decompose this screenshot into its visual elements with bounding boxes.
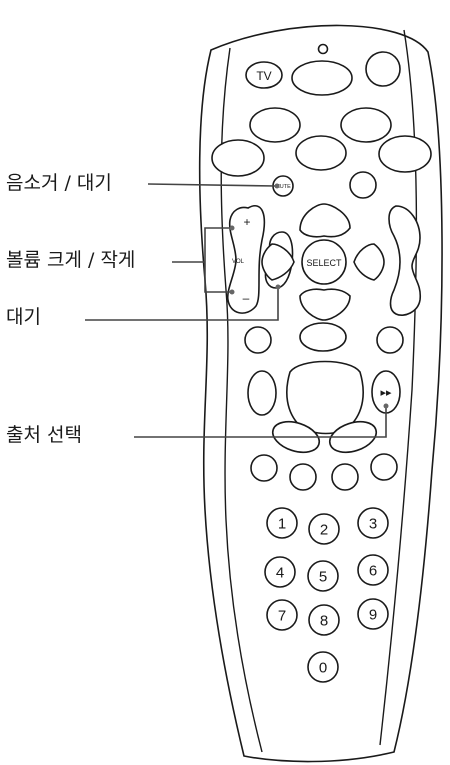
volume-plus-label: +: [243, 215, 250, 229]
volume-minus-label: –: [243, 291, 250, 305]
standby-leader-line: [85, 287, 279, 321]
standby-label: 대기: [6, 306, 41, 328]
small-round-button-left[interactable]: [244, 326, 272, 354]
digit-9-button[interactable]: [357, 598, 389, 630]
digit-1-label: 1: [278, 516, 286, 533]
digit-5-button[interactable]: [307, 560, 339, 592]
color-button-1[interactable]: [250, 454, 278, 482]
standby-leader-dot: [275, 284, 281, 290]
round-button-right[interactable]: [349, 171, 377, 199]
left-oval-button[interactable]: [249, 107, 301, 143]
digit-7-button[interactable]: [266, 599, 298, 631]
select-button-label: SELECT: [306, 258, 342, 268]
volume-plus-dot: [229, 225, 235, 231]
dpad-left-button[interactable]: [261, 243, 295, 281]
digit-4-label: 4: [276, 565, 284, 582]
top-right-button[interactable]: [365, 51, 401, 87]
digit-4-button[interactable]: [264, 556, 296, 588]
volume-minus-dot: [229, 289, 235, 295]
mute-leader-line: [147, 183, 277, 187]
digit-8-label: 8: [320, 613, 328, 630]
digit-6-button[interactable]: [357, 554, 389, 586]
digit-8-button[interactable]: [308, 604, 340, 636]
far-left-oval-button[interactable]: [211, 139, 265, 177]
digit-0-label: 0: [319, 660, 327, 677]
center-pill-button[interactable]: [299, 322, 347, 352]
color-button-2[interactable]: [289, 463, 317, 491]
far-right-oval-button[interactable]: [378, 135, 432, 173]
source-leader-dot: [383, 403, 389, 409]
digit-7-label: 7: [278, 608, 286, 625]
source-select-label: 출처 선택: [6, 424, 82, 446]
small-round-button-right[interactable]: [376, 326, 404, 354]
mute-leader-dot: [274, 183, 280, 189]
digit-9-label: 9: [369, 607, 377, 624]
left-pill-button[interactable]: [247, 370, 277, 416]
top-center-button[interactable]: [291, 60, 353, 96]
select-button[interactable]: [301, 239, 347, 285]
dpad-up-button[interactable]: [299, 203, 351, 238]
volume-bracket: [204, 227, 232, 293]
digit-3-label: 3: [369, 516, 377, 533]
volume-up-down-label: 볼륨 크게 / 작게: [6, 249, 136, 271]
indicator-led: [317, 43, 329, 55]
color-button-4[interactable]: [370, 453, 398, 481]
digit-5-label: 5: [319, 569, 327, 586]
right-rocker-button[interactable]: [388, 205, 422, 316]
digit-3-button[interactable]: [357, 507, 389, 539]
volume-label: VOL: [232, 259, 245, 265]
color-button-3[interactable]: [331, 463, 359, 491]
volume-rocker[interactable]: [226, 205, 266, 314]
remote-inner-right-contour: [379, 29, 418, 746]
source-leader-line: [134, 406, 387, 438]
right-oval-button[interactable]: [340, 107, 392, 143]
digit-2-button[interactable]: [308, 513, 340, 545]
dpad-right-button[interactable]: [353, 243, 385, 281]
digit-keypad: 1 2 3 4 5 6 7 8 9 0: [264, 507, 389, 683]
digit-1-button[interactable]: [266, 507, 298, 539]
mute-standby-label: 음소거 / 대기: [6, 172, 112, 194]
digit-2-label: 2: [320, 522, 328, 539]
center-oval-button[interactable]: [295, 135, 347, 171]
digit-6-label: 6: [369, 563, 377, 580]
digit-0-button[interactable]: [307, 651, 339, 683]
tv-button-label: TV: [256, 69, 271, 83]
tv-button[interactable]: [245, 61, 283, 89]
fast-forward-glyph: ▸▸: [380, 387, 392, 399]
mute-button-label: MUTE: [275, 184, 291, 190]
dpad-down-button[interactable]: [299, 288, 351, 321]
